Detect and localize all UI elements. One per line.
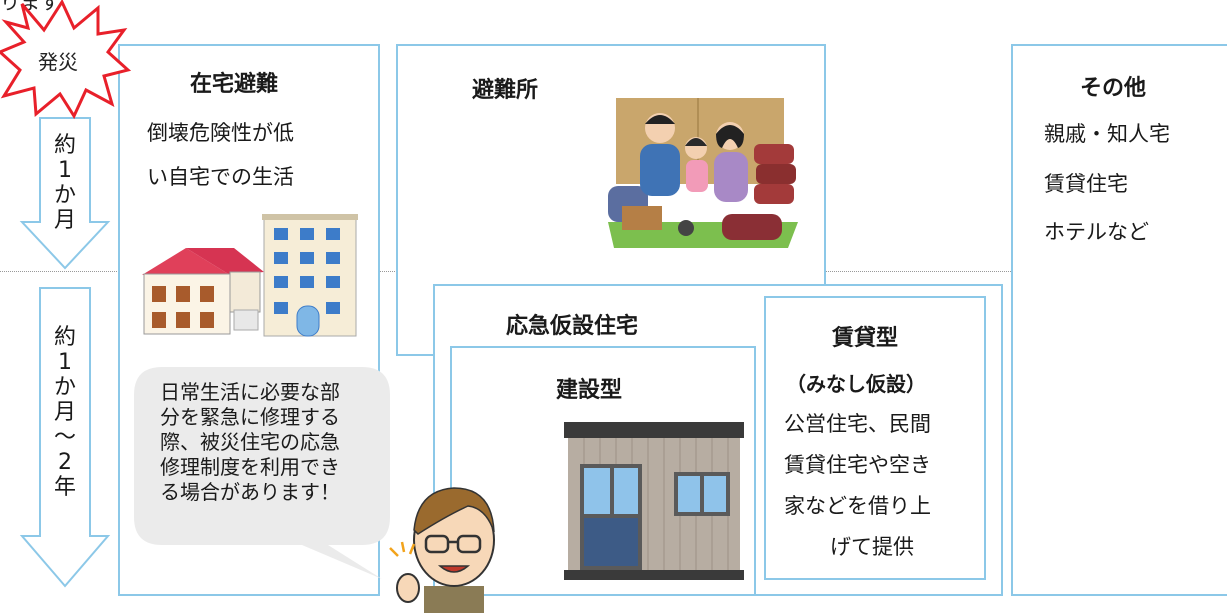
rental-desc-line: 家などを借り上	[784, 494, 931, 518]
rental-type-title: 賃貸型	[832, 326, 899, 351]
period1-char: 月	[53, 208, 76, 233]
speech-line: る場合があります！	[160, 480, 340, 504]
period2-char: 〜	[53, 425, 76, 450]
period2-char: 年	[53, 475, 76, 500]
man-with-glasses-illustration	[389, 487, 495, 613]
period2-char: 2	[58, 450, 72, 475]
period1-char: 約	[53, 133, 76, 158]
other-item: 親戚・知人宅	[1044, 122, 1170, 146]
timeline-arrow-1	[19, 117, 111, 588]
speech-bubble-text: 日常生活に必要な部 分を緊急に修理する 際、被災住宅の応急 修理制度を利用でき …	[160, 380, 340, 505]
home-desc-line: 倒壊危険性が低	[147, 121, 294, 145]
speech-line: 日常生活に必要な部	[160, 380, 340, 404]
other-box	[1011, 44, 1227, 596]
houses-illustration	[142, 214, 358, 337]
speech-line: 修理制度を利用でき	[160, 455, 340, 479]
period2-char: か	[53, 375, 76, 400]
temp-housing-title: 応急仮設住宅	[506, 314, 639, 339]
home-desc-line: い自宅での生活	[147, 165, 294, 189]
speech-bubble	[134, 367, 390, 579]
disaster-burst-icon	[0, 0, 132, 120]
period2-char: 約	[53, 325, 76, 350]
period2-char: 1	[58, 350, 72, 375]
shelter-title: 避難所	[472, 78, 539, 103]
shelter-family-illustration	[608, 98, 798, 248]
other-title: その他	[1080, 76, 1147, 101]
disaster-burst-label: 発災	[38, 50, 78, 74]
home-evacuation-title: 在宅避難	[190, 72, 279, 97]
rental-type-subtitle: （みなし仮設）	[786, 372, 926, 396]
period1-char: 1	[58, 158, 72, 183]
other-item: 賃貸住宅	[1044, 172, 1128, 196]
rental-desc-line: 公営住宅、民間	[784, 412, 931, 436]
speech-line: 分を緊急に修理する	[160, 405, 340, 429]
period1-char: か	[53, 183, 76, 208]
rental-desc-line: げて提供	[830, 535, 914, 559]
rental-desc-line: 賃貸住宅や空き	[784, 453, 931, 477]
construction-type-title: 建設型	[556, 378, 623, 403]
other-item: ホテルなど	[1044, 220, 1149, 244]
prefab-house-illustration	[564, 422, 744, 580]
period2-char: 月	[53, 400, 76, 425]
speech-line: 際、被災住宅の応急	[160, 430, 340, 454]
rental-type-box	[764, 296, 986, 580]
